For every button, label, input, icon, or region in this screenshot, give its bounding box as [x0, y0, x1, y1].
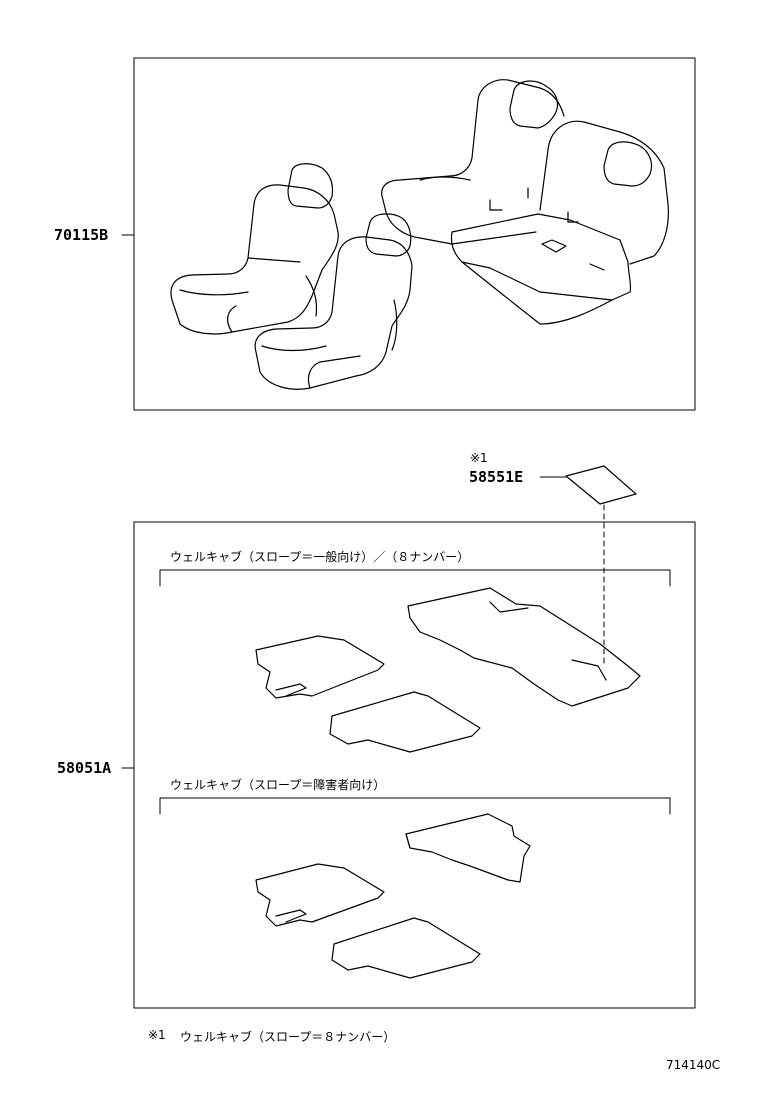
footnote-text: ウェルキャブ（スロープ＝８ナンバー）: [180, 1030, 396, 1044]
diagram-id: 714140C: [666, 1058, 721, 1072]
group2-caption: ウェルキャブ（スロープ＝障害者向け）: [170, 778, 386, 792]
footnote-mark: ※1: [148, 1028, 166, 1042]
floor-mat-frame: [134, 522, 695, 1008]
mark-note-1: ※1: [470, 451, 488, 465]
rear-seat: [382, 80, 669, 324]
group1-bracket: [160, 570, 670, 586]
group2-bracket: [160, 798, 670, 814]
part-number-slope-mat[interactable]: 58551E: [469, 468, 524, 486]
group1-mats: [256, 588, 640, 752]
seat-cover-frame: [134, 58, 695, 410]
part-number-seat-cover[interactable]: 70115B: [54, 226, 109, 244]
group1-caption: ウェルキャブ（スロープ＝一般向け）／（８ナンバー）: [170, 550, 470, 564]
part-number-floor-mat-set[interactable]: 58051A: [57, 759, 112, 777]
group2-mats: [256, 814, 530, 978]
front-seat-right: [255, 214, 412, 389]
slope-mat: [566, 466, 636, 504]
front-seat-left: [171, 164, 338, 334]
